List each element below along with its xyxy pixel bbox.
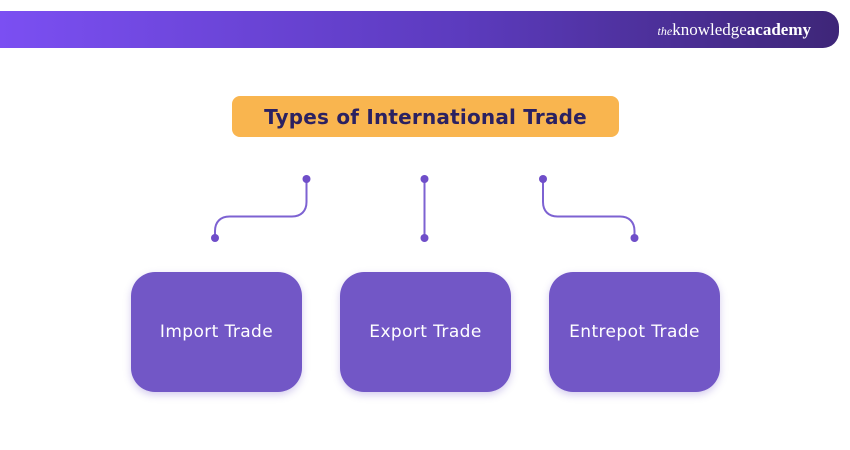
node-entrepot-trade-label: Entrepot Trade	[569, 322, 700, 342]
brand-header-bar: theknowledgeacademy	[0, 11, 839, 48]
node-export-trade: Export Trade	[340, 272, 511, 392]
logo-word-the: the	[657, 23, 673, 38]
node-import-trade-label: Import Trade	[159, 322, 274, 342]
knowledge-academy-logo: theknowledgeacademy	[658, 21, 811, 39]
connector-dot	[420, 175, 429, 183]
connector-dot	[302, 175, 311, 183]
logo-word-knowledge: knowledge	[672, 19, 747, 39]
connector-dot	[420, 234, 429, 242]
connector-dot	[211, 234, 219, 242]
connector-left	[214, 178, 308, 239]
connector-dot	[539, 175, 547, 183]
page-title-label: Types of International Trade	[264, 104, 587, 129]
connector-dot	[630, 234, 639, 242]
logo-word-academy: academy	[746, 19, 811, 39]
node-entrepot-trade: Entrepot Trade	[549, 272, 720, 392]
connector-right	[542, 178, 636, 239]
node-import-trade: Import Trade	[131, 272, 302, 392]
page-title-banner: Types of International Trade	[232, 96, 619, 137]
node-export-trade-label: Export Trade	[369, 322, 482, 342]
